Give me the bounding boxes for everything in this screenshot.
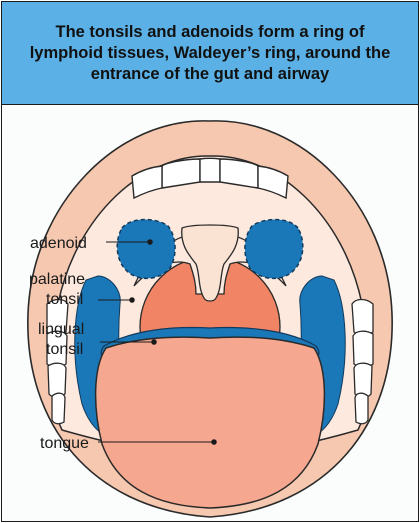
mouth-illustration: adenoid palatine tonsil lingual tonsil t…	[2, 104, 418, 521]
palatine-leader-dot	[130, 298, 134, 302]
tongue	[96, 337, 325, 508]
adenoid-left	[117, 220, 175, 279]
tongue-leader-dot	[212, 440, 216, 444]
label-palatine-line1: palatine	[29, 271, 85, 288]
diagram-title: The tonsils and adenoids form a ring of …	[2, 22, 418, 85]
label-adenoid: adenoid	[30, 235, 87, 252]
label-palatine-line2: tonsil	[46, 291, 83, 308]
adenoid-leader-dot	[148, 240, 152, 244]
lingual-leader-dot	[152, 340, 156, 344]
label-tongue: tongue	[40, 435, 89, 452]
adenoid-right	[245, 220, 303, 279]
header-banner: The tonsils and adenoids form a ring of …	[2, 2, 418, 105]
label-lingual-line2: tonsil	[46, 341, 83, 358]
label-lingual-line1: lingual	[38, 321, 84, 338]
